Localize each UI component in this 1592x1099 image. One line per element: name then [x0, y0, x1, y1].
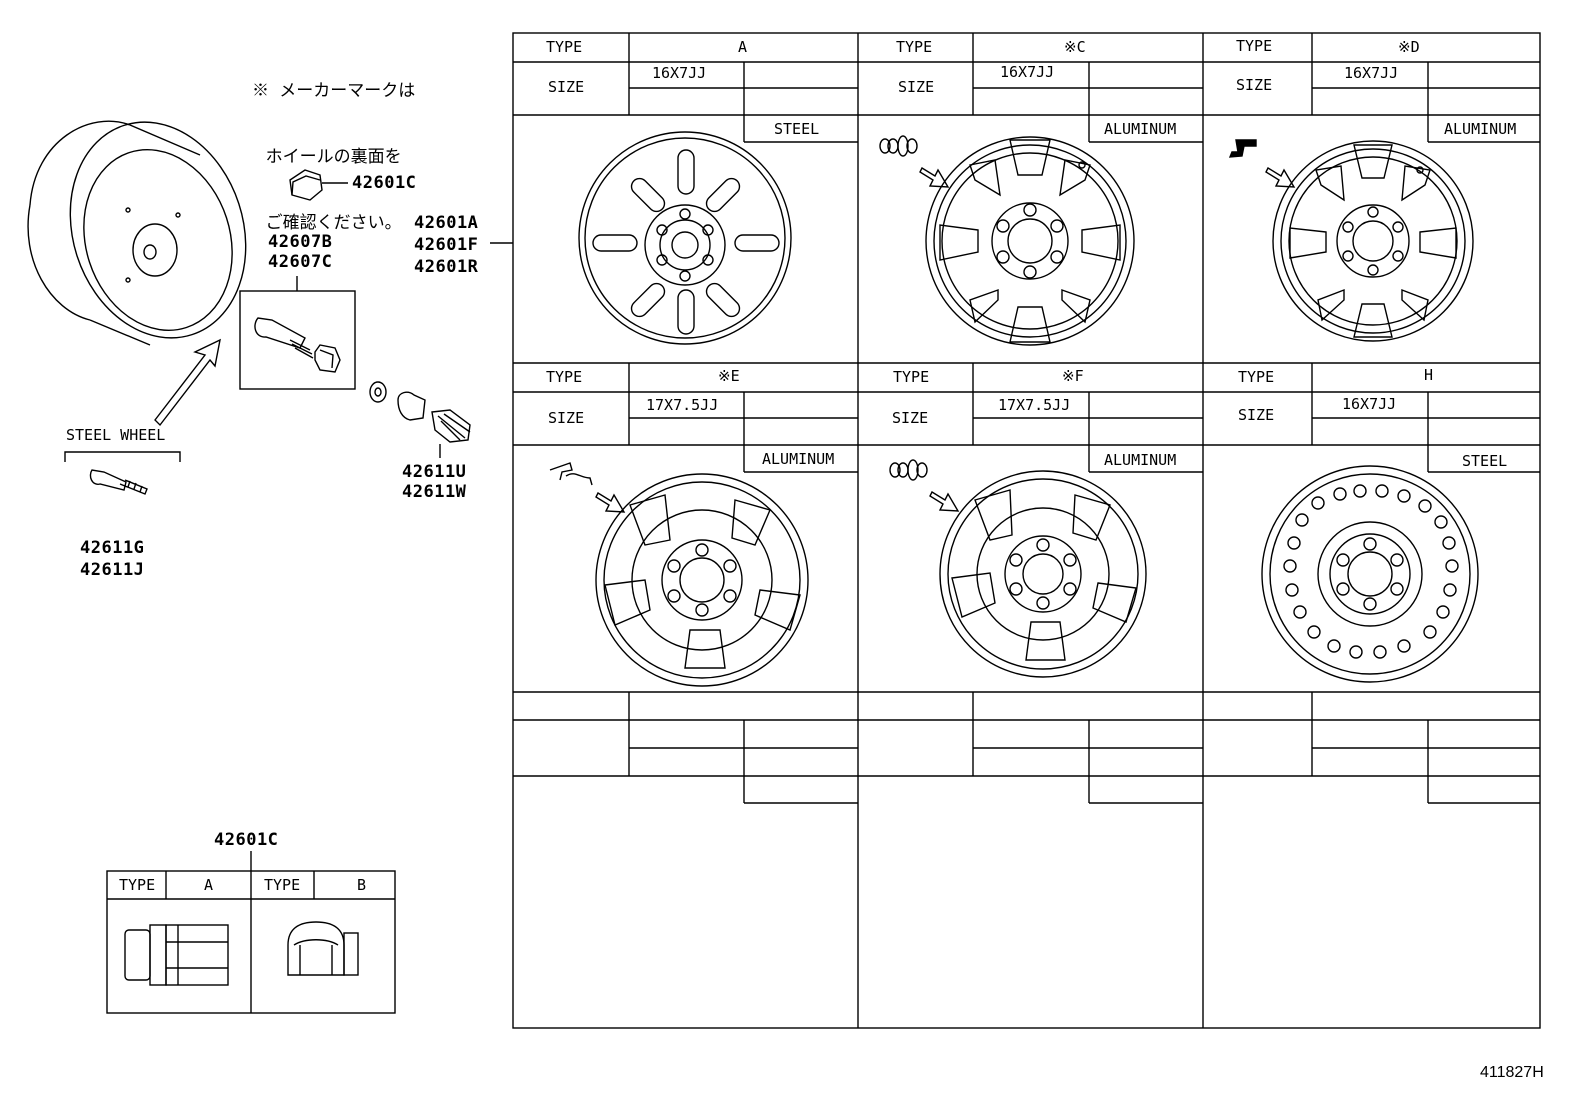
type-label: TYPE [1236, 37, 1273, 55]
part-number-42607b[interactable]: 42607B [268, 232, 333, 252]
wheel-size: 16X7JJ [1000, 63, 1055, 81]
wheel-type: A [738, 38, 748, 56]
wheel-d-drawing [1272, 140, 1474, 342]
wheel-type: H [1424, 366, 1434, 384]
maker-mark-icon [879, 135, 918, 157]
type-label: TYPE [546, 38, 583, 56]
type-label: TYPE [896, 38, 933, 56]
wheel-material: STEEL [1462, 452, 1508, 470]
wheel-h-drawing [1261, 465, 1479, 683]
valve-stem-drawing [254, 317, 341, 373]
wheel-type: ※F [1062, 367, 1084, 385]
wheel-type: ※D [1398, 38, 1420, 56]
wheel-size: 16X7JJ [1342, 395, 1397, 413]
wheel-f-drawing [939, 470, 1147, 678]
size-label: SIZE [548, 409, 585, 427]
nut-table-type-label: TYPE [264, 876, 301, 894]
part-number-42611w[interactable]: 42611W [402, 482, 467, 502]
note-line-3: ご確認ください。 [265, 213, 402, 233]
size-label: SIZE [898, 78, 935, 96]
lug-nut-drawing [289, 169, 348, 201]
wheel-type: ※E [718, 367, 740, 385]
wheel-material: ALUMINUM [762, 450, 835, 468]
part-number-42611j[interactable]: 42611J [80, 560, 145, 580]
note-line-2: ホイールの裏面を [265, 147, 402, 167]
arrow-icon [1265, 167, 1296, 188]
wheel-material: ALUMINUM [1104, 120, 1177, 138]
valve-cap-drawing [369, 381, 471, 458]
nut-table-title[interactable]: 42601C [214, 830, 279, 850]
size-label: SIZE [892, 409, 929, 427]
arrow-icon [929, 491, 960, 512]
type-label: TYPE [893, 368, 930, 386]
wheel-type-table [512, 32, 1541, 1029]
wheel-size: 17X7.5JJ [646, 396, 719, 414]
wheel-material: ALUMINUM [1104, 451, 1177, 469]
type-label: TYPE [546, 368, 583, 386]
size-label: SIZE [1236, 76, 1273, 94]
size-label: SIZE [548, 78, 585, 96]
part-number-42601a[interactable]: 42601A [414, 213, 479, 233]
nut-type-table [106, 870, 396, 1014]
maker-mark-note: ※ メーカーマークは ホイールの裏面を ご確認ください。 [252, 36, 415, 256]
part-number-42601c[interactable]: 42601C [352, 173, 417, 193]
nut-type-b-drawing [287, 921, 359, 976]
diagram-id: 411827H [1480, 1064, 1544, 1081]
size-label: SIZE [1238, 406, 1275, 424]
part-number-42611g[interactable]: 42611G [80, 538, 145, 558]
steel-valve-drawing [89, 469, 148, 495]
wheel-size: 16X7JJ [652, 64, 707, 82]
nut-table-type-label: TYPE [119, 876, 156, 894]
maker-mark-icon [1228, 139, 1257, 158]
nut-table-type-a: A [204, 876, 214, 894]
part-number-42601f[interactable]: 42601F [414, 235, 479, 255]
wheel-c-drawing [925, 136, 1135, 346]
maker-mark-icon [889, 459, 928, 481]
wheel-material: STEEL [774, 120, 820, 138]
arrow-icon [595, 492, 626, 513]
part-number-42607c[interactable]: 42607C [268, 252, 333, 272]
maker-mark-icon [549, 462, 593, 486]
note-line-1: ※ メーカーマークは [252, 81, 416, 101]
part-number-42601r[interactable]: 42601R [414, 257, 479, 277]
nut-table-type-b: B [357, 876, 367, 894]
part-number-42611u[interactable]: 42611U [402, 462, 467, 482]
nut-type-a-drawing [124, 924, 229, 986]
wheel-size: 17X7.5JJ [998, 396, 1071, 414]
wheel-type: ※C [1064, 38, 1086, 56]
arrow-icon [154, 338, 221, 427]
steel-wheel-label: STEEL WHEEL [66, 426, 166, 444]
wheel-e-drawing [595, 473, 809, 687]
type-label: TYPE [1238, 368, 1275, 386]
wheel-a-drawing [578, 131, 792, 345]
wheel-size: 16X7JJ [1344, 64, 1399, 82]
wheel-material: ALUMINUM [1444, 120, 1517, 138]
arrow-icon [919, 167, 950, 188]
wheel-assembly-drawing [27, 120, 247, 346]
